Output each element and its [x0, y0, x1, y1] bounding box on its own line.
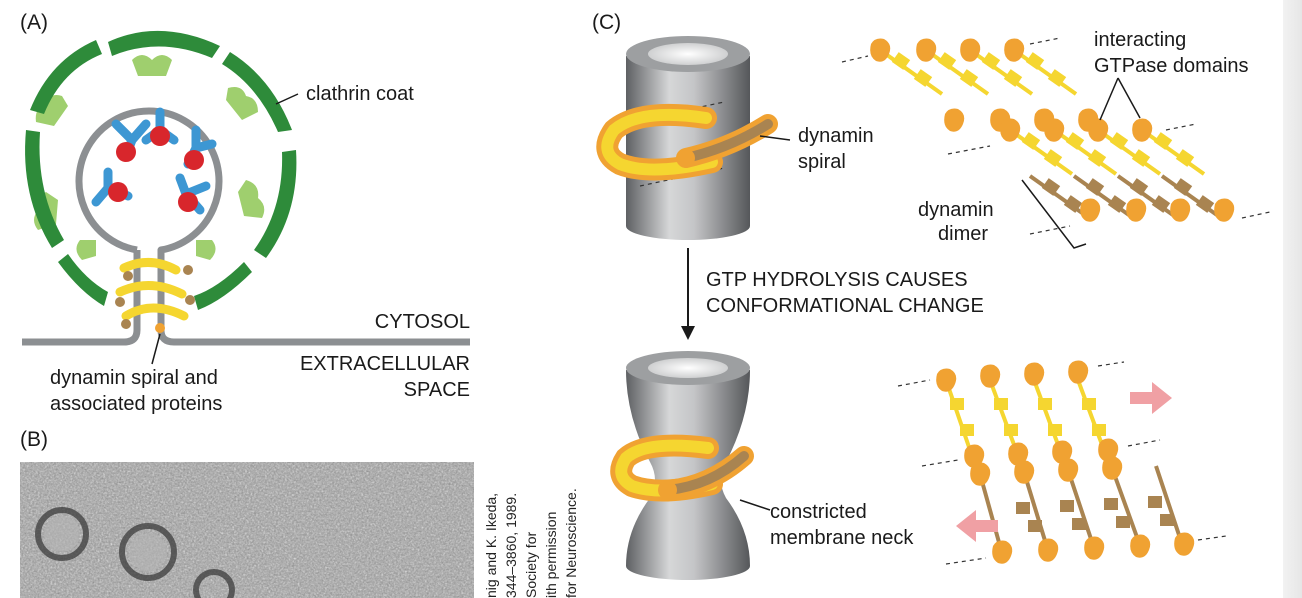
- expansion-arrows: [956, 382, 1172, 542]
- hydrolysis-label-2: CONFORMATIONAL CHANGE: [706, 295, 984, 317]
- vesicle-membrane: [22, 107, 470, 346]
- dimer-label-2: dimer: [938, 223, 988, 245]
- clathrin-adaptor-feet: [34, 55, 265, 260]
- dimer-label-1: dynamin: [918, 199, 994, 221]
- dynamin-spiral-constricted: [610, 434, 754, 502]
- dynamin-spiral-label-2: associated proteins: [50, 393, 222, 415]
- dimer-row-brown-constricted: [970, 456, 1195, 564]
- clathrin-coat-label: clathrin coat: [306, 83, 414, 105]
- membrane-tube-constricted: [626, 351, 750, 580]
- image-credit: nig and K. Ikeda, 344–3860, 1989. Societ…: [483, 488, 579, 598]
- panel-c-label: (C): [592, 11, 621, 34]
- dynamin-spiral-label-c1: dynamin: [798, 125, 874, 147]
- dynamin-spiral-top: [596, 103, 778, 181]
- dynamin-spiral-label-c2: spiral: [798, 151, 846, 173]
- adaptor-proteins: [91, 107, 217, 215]
- neck-label-2: membrane neck: [770, 527, 914, 549]
- dynamin-spiral-label-1: dynamin spiral and: [50, 367, 218, 389]
- dynamin-spiral-a: [115, 258, 195, 333]
- credit-line-5: for Neuroscience.: [563, 488, 579, 598]
- page-edge: [1283, 0, 1302, 598]
- hydrolysis-arrow: [681, 248, 695, 340]
- hydrolysis-label-1: GTP HYDROLYSIS CAUSES: [706, 269, 968, 291]
- dimer-row-yellow-constricted: [936, 360, 1119, 468]
- panel-a-label: (A): [20, 11, 48, 34]
- electron-micrograph: [20, 462, 474, 598]
- dynamin-lattice-constricted: [897, 360, 1227, 565]
- arrow-left-icon: [956, 510, 998, 542]
- dynamin-lattice-relaxed: [841, 37, 1271, 235]
- interacting-label-1: interacting: [1094, 29, 1186, 51]
- cargo-molecules: [108, 126, 204, 212]
- credit-line-1: nig and K. Ikeda,: [483, 493, 499, 598]
- arrow-right-icon: [1130, 382, 1172, 414]
- dimer-row-brown: [1028, 174, 1235, 222]
- interacting-label-2: GTPase domains: [1094, 55, 1249, 77]
- extracellular-label-1: EXTRACELLULAR: [300, 353, 470, 375]
- clathrin-coat: [25, 30, 297, 310]
- neck-label-1: constricted: [770, 501, 867, 523]
- credit-line-4: ith permission: [543, 512, 559, 598]
- credit-line-2: 344–3860, 1989.: [503, 493, 519, 598]
- dimer-row-yellow: [870, 38, 1099, 132]
- credit-line-3: Society for: [523, 532, 539, 598]
- cytosol-label: CYTOSOL: [375, 311, 470, 333]
- dimer-row-orange-mid: [1000, 118, 1206, 176]
- panel-b-label: (B): [20, 428, 48, 451]
- extracellular-label-2: SPACE: [404, 379, 470, 401]
- clathrin-arcs: [25, 30, 297, 310]
